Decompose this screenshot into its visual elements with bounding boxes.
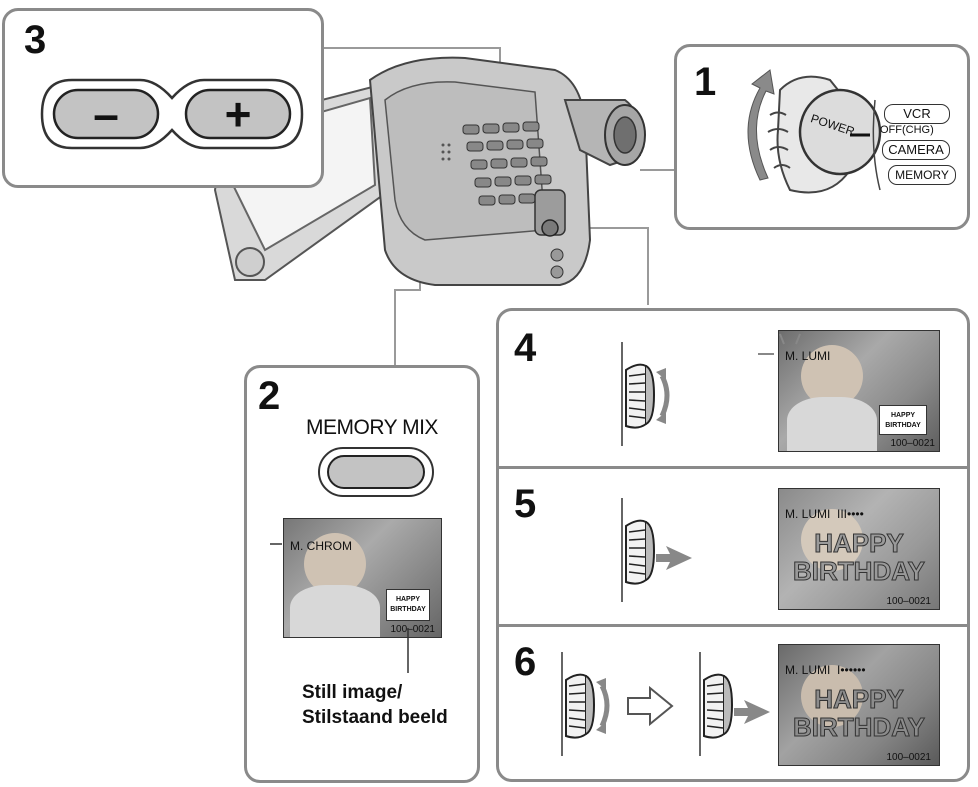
step4-card: HAPPY BIRTHDAY — [879, 405, 927, 435]
step5-big-text: HAPPY BIRTHDAY — [779, 528, 939, 586]
step1-number: 1 — [694, 60, 717, 104]
control-dial-rotate-icon-2 — [561, 652, 610, 756]
plus-button[interactable]: + — [186, 90, 290, 138]
photo-girl-4 — [801, 345, 863, 407]
photo-girl-5 — [801, 509, 863, 571]
memory-mix-button[interactable] — [318, 447, 434, 497]
step6-level: I•••••• — [837, 663, 866, 677]
step4-counter: 100–0021 — [890, 438, 936, 449]
control-dial-push-icon-2 — [699, 652, 770, 756]
step6-counter: 100–0021 — [886, 752, 932, 763]
step6-big-line2: BIRTHDAY — [793, 712, 926, 742]
memory-mix-label: MEMORY MIX — [306, 416, 438, 439]
screen-counter: 100–0021 — [390, 624, 436, 635]
step5-screen: M. LUMI III•••• HAPPY BIRTHDAY 100–0021 — [778, 488, 940, 610]
minus-label: – — [93, 88, 119, 140]
minus-button[interactable]: – — [54, 90, 158, 138]
step2-screen: M. CHROM HAPPY BIRTHDAY 100–0021 — [283, 518, 442, 638]
still-image-card: HAPPY BIRTHDAY — [386, 589, 430, 621]
step6-big-text: HAPPY BIRTHDAY — [779, 684, 939, 742]
step5-counter: 100–0021 — [886, 596, 932, 607]
then-arrow-icon — [627, 686, 674, 726]
step6-overlay-name: M. LUMI — [785, 663, 831, 677]
screen-overlay-text: M. CHROM — [290, 539, 352, 553]
step4-number: 4 — [514, 326, 537, 370]
step5-overlay-name: M. LUMI — [785, 507, 831, 521]
control-dial-push-icon — [621, 498, 692, 602]
mode-camera-label: CAMERA — [888, 142, 944, 157]
divider-4-5 — [499, 466, 967, 469]
mode-memory[interactable]: MEMORY — [888, 165, 956, 185]
step2-caption: Still image/ Stilstaand beeld — [302, 680, 448, 730]
photo-girl — [304, 533, 366, 595]
mode-memory-label: MEMORY — [895, 168, 949, 182]
photo-girl-6 — [801, 665, 863, 727]
step6-big-line1: HAPPY — [814, 684, 905, 714]
step5-number: 5 — [514, 482, 537, 526]
step5-level: III•••• — [837, 507, 864, 521]
step3-number: 3 — [24, 18, 47, 62]
mode-off-label: OFF(CHG) — [880, 124, 934, 136]
photo-dress — [290, 585, 380, 637]
step6-overlay: M. LUMI I•••••• — [785, 663, 866, 677]
caption-line1: Still image/ — [302, 682, 403, 703]
step4-overlay: M. LUMI — [785, 349, 831, 363]
step6-number: 6 — [514, 640, 537, 684]
card-line1: HAPPY — [395, 596, 421, 603]
power-switch-illustration — [747, 69, 882, 194]
caption-pointer — [270, 543, 409, 673]
step2-number: 2 — [258, 374, 281, 418]
photo-dress-4 — [787, 397, 877, 451]
mode-camera[interactable]: CAMERA — [882, 140, 950, 160]
step5-overlay: M. LUMI III•••• — [785, 507, 864, 521]
step4-screen: M. LUMI HAPPY BIRTHDAY 100–0021 — [778, 330, 940, 452]
divider-5-6 — [499, 624, 967, 627]
flash-marks — [758, 333, 801, 355]
minus-plus-buttons — [40, 78, 304, 150]
step5-big-line2: BIRTHDAY — [793, 556, 926, 586]
card-line2: BIRTHDAY — [390, 606, 426, 613]
step6-screen: M. LUMI I•••••• HAPPY BIRTHDAY 100–0021 — [778, 644, 940, 766]
step4-card-line1: HAPPY — [890, 412, 916, 419]
mode-vcr[interactable]: VCR — [884, 104, 950, 124]
control-dial-rotate-icon — [621, 342, 670, 446]
plus-label: + — [224, 88, 252, 140]
mode-off-chg[interactable]: OFF(CHG) — [880, 124, 934, 136]
mode-vcr-label: VCR — [903, 106, 931, 121]
step4-card-line2: BIRTHDAY — [885, 422, 921, 429]
memory-mix-button-face — [327, 455, 425, 489]
step5-big-line1: HAPPY — [814, 528, 905, 558]
caption-line2: Stilstaand beeld — [302, 707, 448, 728]
